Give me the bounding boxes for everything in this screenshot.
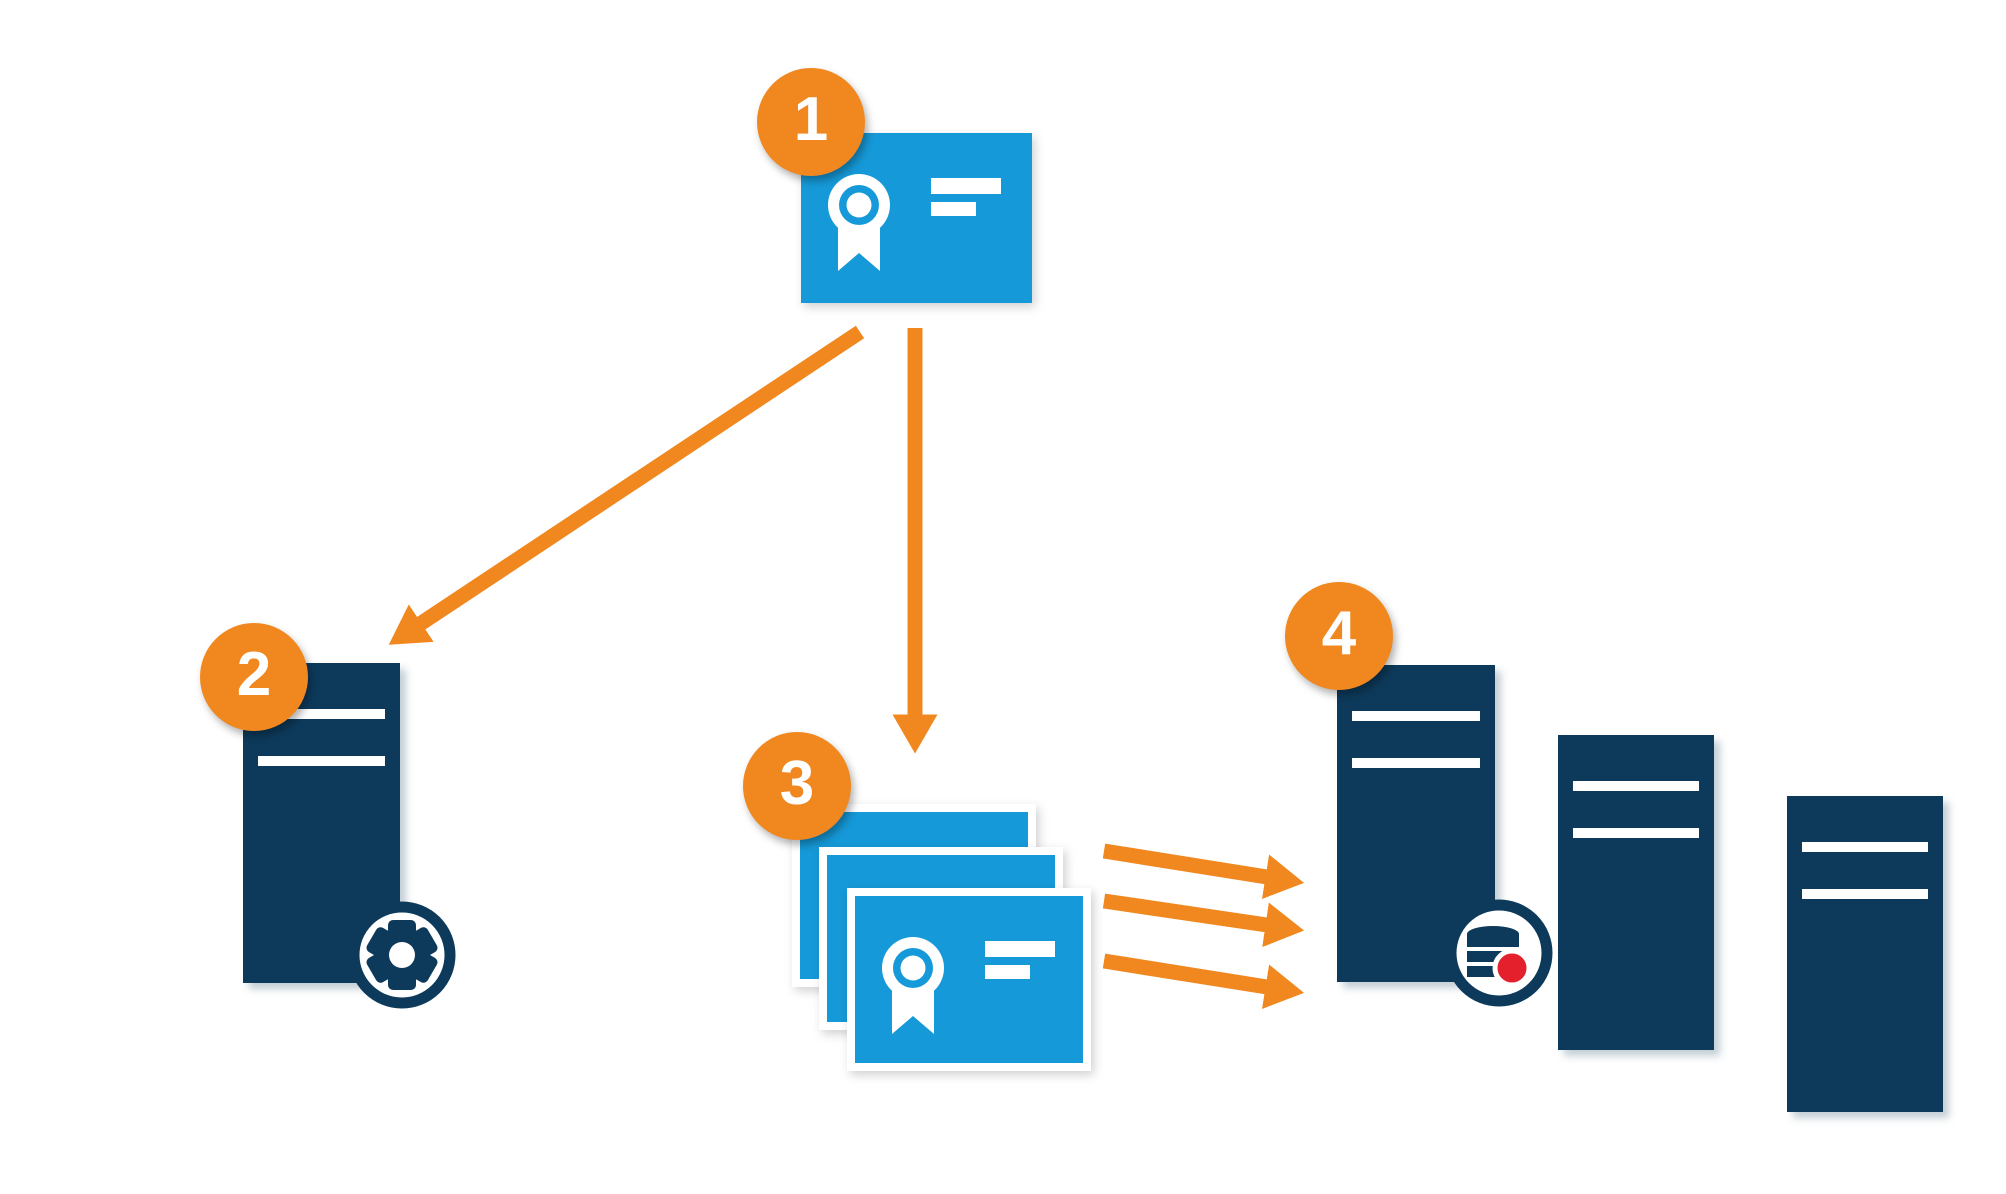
certificate-card-face	[801, 133, 1032, 303]
database-icon	[1445, 899, 1553, 1007]
server-slot-line	[1573, 828, 1699, 838]
step-badge-4: 4	[1285, 582, 1393, 690]
gear-icon	[348, 901, 456, 1009]
certificate-text-line	[931, 178, 1001, 194]
certificate-seal-icon	[828, 174, 890, 271]
server-slot-line	[1802, 889, 1928, 899]
arrow-step3-to-step4-bottom	[1102, 953, 1305, 1009]
arrow-step3-to-step4-top	[1102, 843, 1305, 899]
certificate-stack-card-front	[847, 888, 1091, 1071]
arrow-step1-to-step2	[388, 325, 865, 645]
certificate-text-line	[985, 941, 1055, 957]
step-badge-2: 2	[200, 623, 308, 731]
server-slot-line	[258, 709, 385, 719]
server-slot-line	[1573, 781, 1699, 791]
certificate-text-line	[931, 202, 976, 216]
step-badge-3: 3	[743, 732, 851, 840]
certificate-seal-icon	[882, 937, 944, 1034]
step-number: 4	[1321, 599, 1357, 668]
server-slot-line	[1802, 842, 1928, 852]
recording-indicator-dot	[1492, 948, 1532, 988]
server-slot-line	[258, 756, 385, 766]
step-badge-1: 1	[757, 68, 865, 176]
certificate-text-line	[985, 965, 1030, 979]
arrow-step3-to-step4-middle	[1102, 893, 1305, 948]
step-number: 2	[236, 640, 272, 709]
server-tower-step4-second	[1558, 735, 1714, 1050]
step-number: 1	[793, 85, 829, 154]
certificate-card-face	[855, 896, 1083, 1063]
server-slot-line	[1352, 758, 1480, 768]
step-number: 3	[779, 749, 815, 818]
server-tower-step4-third	[1787, 796, 1943, 1112]
server-slot-line	[1352, 711, 1480, 721]
